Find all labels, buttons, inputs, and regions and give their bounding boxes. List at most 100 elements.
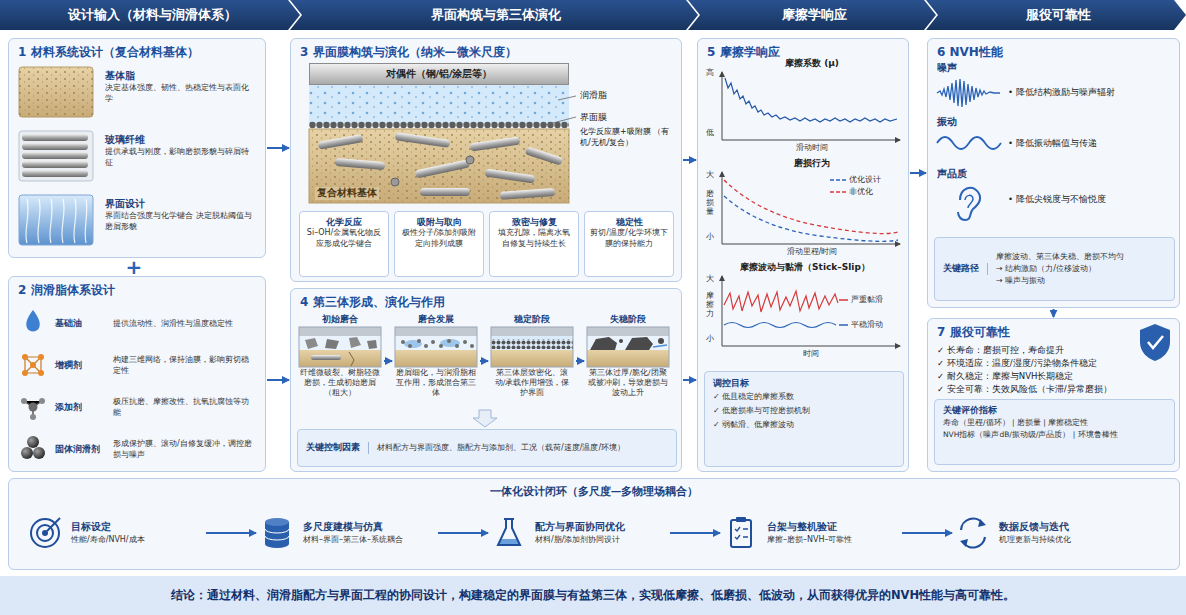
interface-cross-section — [391, 178, 399, 186]
wear-stage-image — [590, 337, 617, 350]
flow-arrow — [384, 360, 392, 362]
counterpart-band: 对偶件（钢/铝/涂层等） — [309, 63, 569, 85]
node-heading: 基体脂 — [105, 69, 255, 82]
node-text: ✓ 低磨损率与可控磨损机制 — [713, 404, 895, 418]
wear-stage-image — [587, 327, 669, 367]
wear-stage-image — [587, 336, 669, 350]
node-heading: 1 材料系统设计（复合材料基体） — [18, 44, 256, 60]
additive-icon — [21, 398, 27, 404]
axis-label-holder: 大 — [706, 274, 714, 284]
nvh-heading-holder: 声品质 — [937, 168, 967, 180]
flow-arrow — [1053, 309, 1055, 317]
wear-chart — [722, 172, 723, 244]
node-heading: 多尺度建模与仿真 — [303, 520, 437, 534]
node-heading: 添加剂 — [55, 401, 113, 414]
flow-arrow — [267, 379, 289, 381]
nvh-heading: 振动 — [937, 116, 957, 128]
wear-stage-image — [439, 344, 443, 348]
fiber-bundle — [22, 134, 88, 141]
callout-label: 化学反应膜+吸附膜 （有机/无机/复合） — [580, 126, 678, 148]
interface-cross-section — [466, 156, 474, 164]
solid-lubricant-icon — [33, 447, 45, 459]
interface-cross-section — [525, 146, 564, 165]
axis-label-holder: 大 — [706, 170, 714, 180]
node-heading: 台架与整机验证 — [767, 520, 901, 534]
database-icon — [265, 518, 289, 526]
node-text: 构建三维网络，保持油膜，影响剪切稳定性 — [113, 354, 255, 376]
wear-stage-image — [619, 339, 623, 343]
check-item: ✓ 耐久稳定：摩擦与NVH长期稳定 — [937, 370, 1073, 382]
axis-label-holder: 摩擦力 — [706, 292, 714, 318]
node-heading: 6 NVH性能 — [937, 44, 1170, 60]
callout-label: 润滑脂 — [580, 90, 607, 101]
interface-cross-section — [395, 132, 451, 148]
shield-icon — [1148, 336, 1163, 348]
nvh-heading: 噪声 — [937, 62, 957, 74]
node-text: → 结构激励（力/位移波动） — [996, 263, 1166, 275]
callout-label: 界面膜 — [580, 112, 607, 123]
wear-stage-image — [587, 350, 669, 367]
node-heading: 稳定性 — [588, 216, 670, 228]
interface-cross-section — [470, 137, 521, 152]
interface-sample — [19, 195, 93, 245]
flow-arrow — [683, 159, 696, 161]
wear-stage-image — [491, 327, 573, 367]
flow-arrow — [576, 360, 584, 362]
node-text: 材料–界面–第三体–系统耦合 — [303, 534, 437, 546]
text-column: 材料配方与界面强度、脂配方与添加剂、工况（载荷/速度/温度/环境） — [377, 442, 668, 454]
chevron-shape — [926, 0, 1186, 30]
check-item-holder: ✓ 长寿命：磨损可控，寿命提升 — [937, 344, 1064, 356]
chart-title-holder: 摩擦系数 (μ) — [722, 57, 902, 69]
stage-chevron: 摩擦学响应 — [688, 0, 936, 30]
wear-chart — [830, 191, 846, 192]
legend-text-holder: 平稳滑动 — [851, 320, 883, 330]
nvh-note-holder: • 降低结构激励与噪声辐射 — [1008, 87, 1115, 98]
nvh-note: • 降低振动幅值与传递 — [1008, 138, 1097, 149]
wear-stage-image — [349, 352, 354, 366]
chart-title: 摩擦波动与黏滑（Stick–Slip） — [705, 261, 905, 273]
solid-lubricant-icon — [27, 436, 39, 448]
thickener-icon — [30, 362, 36, 368]
node-heading: 复合材料基体 — [315, 187, 379, 200]
node-heading: 服役可靠性 — [1026, 7, 1091, 24]
node-heading: 固体润滑剂 — [55, 443, 113, 456]
flow-arrow — [683, 379, 696, 381]
node-text: 性能/寿命/NVH/成本 — [71, 534, 205, 546]
node-heading: 稳定阶段 — [491, 313, 573, 326]
axis-label-holder: 滑动时间 — [762, 143, 862, 153]
chevron-shape — [0, 0, 300, 30]
chart-title: 磨损行为 — [722, 157, 902, 169]
interface-cross-section — [309, 121, 569, 129]
wear-stage-image — [395, 327, 477, 367]
matrix-sample — [19, 67, 93, 117]
mechanism-box: 化学反应Si–OH/金属氧化物反应形成化学键合 — [299, 211, 389, 277]
wear-stage-image — [463, 340, 467, 344]
flow-arrow — [670, 532, 720, 534]
wear-chart — [722, 244, 900, 245]
grease-row: 固体润滑剂形成保护膜、滚动/自修复缓冲，调控磨损与噪声 — [15, 429, 259, 469]
fiber-bundle — [22, 143, 88, 150]
legend-text: 严重黏滑 — [851, 295, 883, 305]
wear-stage-image — [404, 340, 422, 348]
design-loop-band: 一体化设计闭环（多尺度—多物理场耦合）目标设定性能/寿命/NVH/成本多尺度建模… — [8, 478, 1180, 570]
axis-label: 滑动时间 — [762, 143, 862, 153]
loop-step: 配方与界面协同优化材料/脂/添加剂协同设计 — [489, 503, 669, 563]
fiber-bundle — [19, 131, 93, 181]
node-heading: 目标设定 — [71, 520, 205, 534]
node-text: 第三体过厚/脆化/团聚或被冲刷，导致磨损与波动上升 — [587, 368, 669, 398]
axis-label: 高 — [706, 68, 714, 78]
node-heading: 7 服役可靠性 — [937, 324, 1170, 340]
wear-stage-image — [491, 327, 573, 336]
node-heading: 失稳阶段 — [587, 313, 669, 326]
node-heading: 关键路径 — [943, 263, 988, 275]
interface-cross-section — [309, 85, 569, 125]
axis-label: 小 — [706, 232, 714, 242]
nvh-heading: 声品质 — [937, 168, 967, 180]
conclusion-band: 结论：通过材料、润滑脂配方与界面工程的协同设计，构建稳定的界面膜与有益第三体，实… — [0, 576, 1186, 615]
stick-slip-chart — [839, 324, 848, 326]
matrix-sample — [19, 67, 93, 117]
node-heading: 界面设计 — [105, 197, 255, 210]
node-heading: 化学反应 — [303, 216, 385, 228]
node-text: 摩擦波动、第三体失稳、磨损不均匀 — [996, 251, 1166, 263]
node-text: 第三体层致密化、滚动/承载作用增强，保护界面 — [491, 368, 573, 398]
